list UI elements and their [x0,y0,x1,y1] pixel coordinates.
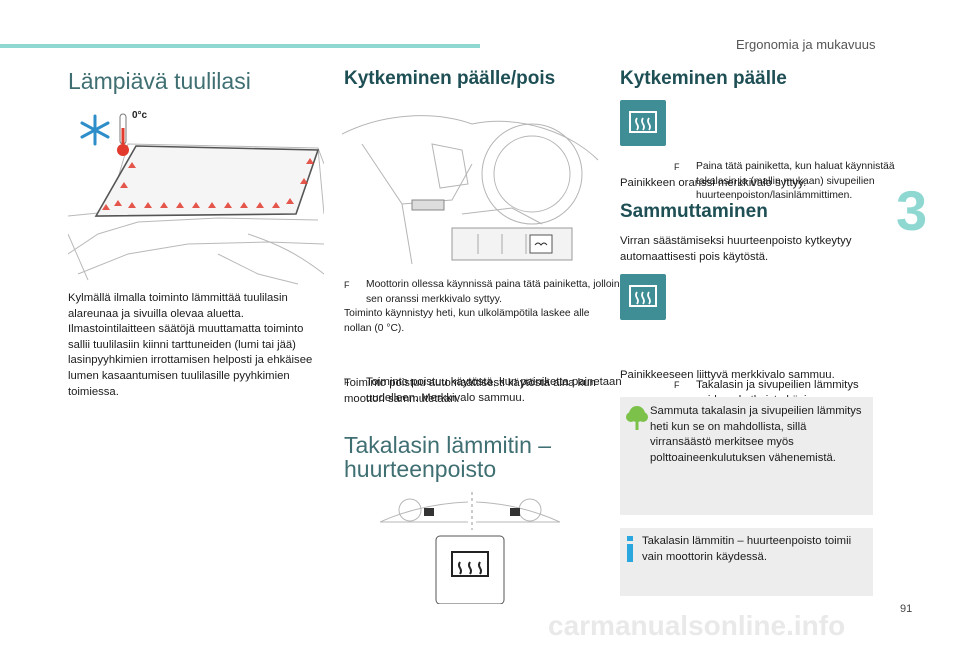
col3-title1: Kytkeminen päälle [620,68,787,89]
rear-defrost-button-image [620,100,666,146]
col3-text1: Painikkeen oranssi merkkivalo syttyy. [620,177,807,189]
col3-bullet1-text: Paina tätä painiketta, kun haluat käynni… [696,161,895,202]
col1-title: Lämpiävä tuulilasi [68,68,251,94]
bullet-marker: F [674,162,680,173]
col1-body: Kylmällä ilmalla toiminto lämmittää tuul… [68,292,313,398]
info-icon [627,536,633,562]
heated-windscreen-illustration [68,113,324,285]
col2-bullet2: F Toiminto poistuu käytöstä, kun painike… [344,375,624,406]
col2-bullet1: F Moottorin ollessa käynnissä paina tätä… [344,278,624,307]
col3-text3: Painikkeeseen liittyvä merkkivalo sammuu… [620,369,835,381]
eco-note-box: Sammuta takalasin ja sivupeilien lämmity… [620,397,873,515]
tree-icon [626,406,648,430]
snowflake-icon [80,114,110,146]
col3-title2: Sammuttaminen [620,201,768,222]
section-name: Ergonomia ja mukavuus [736,37,876,52]
col2-text2: Toiminto poistuu automaattisesti käytöst… [344,377,596,405]
info-note-text: Takalasin lämmitin – huurteenpoisto toim… [642,535,852,563]
eco-note-text: Sammuta takalasin ja sivupeilien lämmity… [650,405,862,464]
rear-defrost-illustration [380,492,560,604]
col2-title2-line1: Takalasin lämmitin – [344,432,552,458]
thermometer-label: 0°c [132,110,148,121]
rear-defrost-icon [629,285,657,307]
page-number: 91 [900,603,913,615]
bullet-marker: F [344,377,350,387]
col2-title: Kytkeminen päälle/pois [344,68,556,89]
bullet-marker: F [674,379,680,390]
chapter-number: 3 [896,179,928,242]
info-note-box: Takalasin lämmitin – huurteenpoisto toim… [620,528,873,596]
col2-bullet2-text: Toiminto poistuu käytöstä, kun painikett… [366,376,622,404]
col2-title2-line2: huurteenpoisto [344,456,497,482]
rear-defrost-icon [629,111,657,133]
rear-defrost-button-image-2 [620,274,666,320]
col2-bullet1-text: Moottorin ollessa käynnissä paina tätä p… [366,279,620,305]
watermark: carmanualsonline.info [548,610,846,641]
col2-text1: Toiminto käynnistyy heti, kun ulkolämpöt… [344,308,590,334]
bullet-marker: F [344,280,350,290]
header-accent-bar [0,44,480,48]
dashboard-illustration [342,115,599,265]
col3-bullet1: F Paina tätä painiketta, kun haluat käyn… [674,160,896,204]
col3-text2: Virran säästämiseksi huurteenpoisto kytk… [620,235,852,263]
